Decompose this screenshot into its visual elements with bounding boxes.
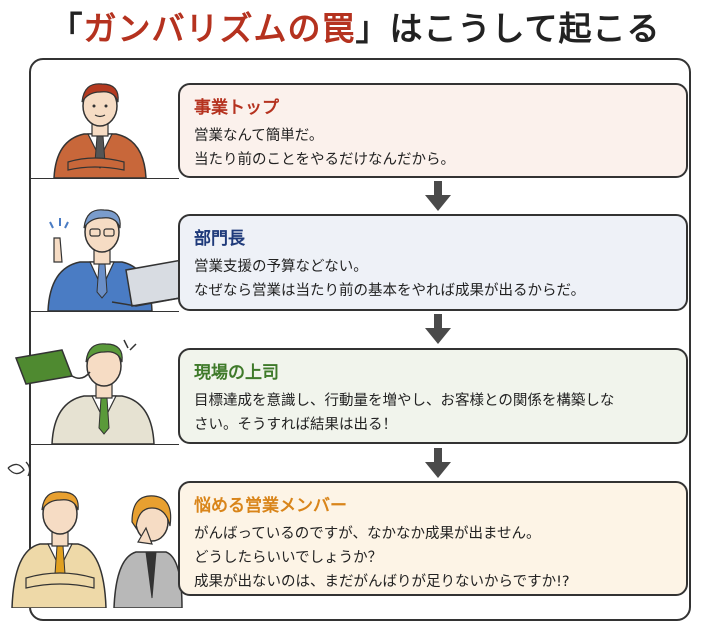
step-line: 当たり前のことをやるだけなんだから。 bbox=[194, 152, 455, 168]
title-highlight: ガンバリズムの罠 bbox=[83, 9, 356, 48]
step-box-supervisor: 現場の上司 目標達成を意識し、行動量を増やし、お客様との関係を構築しな さい。そ… bbox=[178, 348, 688, 444]
diagram-frame bbox=[29, 58, 691, 621]
step-box-manager: 部門長 営業支援の予算などない。 なぜなら営業は当たり前の基本をやれば成果が出る… bbox=[178, 214, 688, 311]
step-role: 現場の上司 bbox=[194, 363, 279, 383]
step-line: なぜなら営業は当たり前の基本をやれば成果が出るからだ。 bbox=[194, 283, 586, 299]
person-divider bbox=[31, 178, 179, 179]
step-line: どうしたらいいでしょうか？ bbox=[194, 550, 383, 566]
diagram-title: 「ガンバリズムの罠」はこうして起こる bbox=[0, 2, 710, 50]
step-line: がんばっているのですが、なかなか成果が出ません。 bbox=[194, 526, 541, 542]
person-divider bbox=[31, 444, 179, 445]
arrow-down-icon bbox=[425, 448, 451, 478]
title-open-bracket: 「 bbox=[49, 9, 84, 48]
worried-sales-members-illustration bbox=[7, 461, 183, 608]
step-role: 事業トップ bbox=[194, 98, 279, 118]
arrow-down-icon bbox=[425, 181, 451, 211]
step-line: さい。そうすれば結果は出る！ bbox=[194, 417, 397, 433]
title-rest: はこうして起こる bbox=[389, 9, 661, 48]
person-divider bbox=[31, 311, 179, 312]
step-line: 成果が出ないのは、まだがんばりが足りないからですか!? bbox=[194, 574, 570, 590]
step-line: 目標達成を意識し、行動量を増やし、お客様との関係を構築しな bbox=[194, 393, 615, 409]
supervisor-with-megaphone-illustration bbox=[14, 339, 155, 444]
step-role: 部門長 bbox=[194, 229, 245, 249]
step-role: 悩める営業メンバー bbox=[194, 496, 347, 516]
step-line: 営業なんて簡単だ。 bbox=[194, 128, 324, 144]
step-box-executive: 事業トップ 営業なんて簡単だ。 当たり前のことをやるだけなんだから。 bbox=[178, 83, 688, 178]
step-box-sales-member: 悩める営業メンバー がんばっているのですが、なかなか成果が出ません。 どうしたら… bbox=[178, 481, 688, 596]
title-close-bracket: 」 bbox=[355, 9, 390, 48]
executive-illustration bbox=[53, 83, 147, 178]
arrow-down-icon bbox=[425, 314, 451, 344]
step-line: 営業支援の予算などない。 bbox=[194, 259, 368, 275]
manager-with-laptop-illustration bbox=[47, 209, 183, 311]
